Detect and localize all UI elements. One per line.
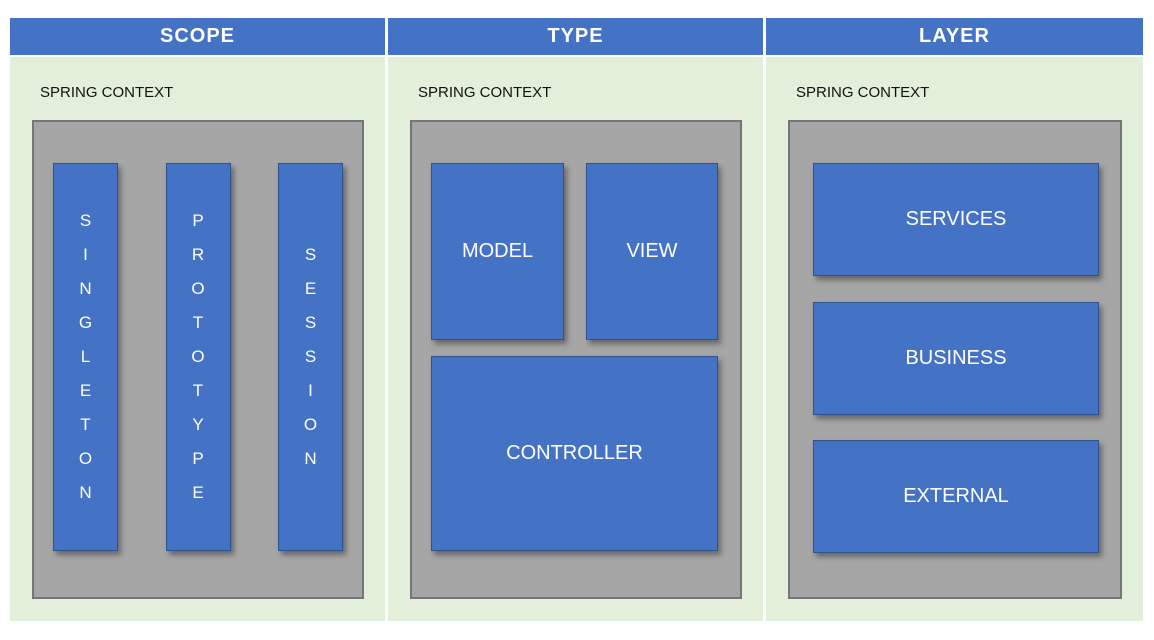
column-body-type: SPRING CONTEXT MODEL VIEW CONTROLLER: [388, 57, 763, 621]
column-header-scope: SCOPE: [10, 18, 385, 55]
singleton-label: S I N G L E T O N: [78, 211, 93, 502]
external-label: EXTERNAL: [903, 485, 1009, 507]
spring-context-container-scope: S I N G L E T O N P R O T O T Y P E S E …: [32, 120, 364, 599]
model-label: MODEL: [461, 240, 534, 262]
business-box: BUSINESS: [813, 301, 1099, 415]
session-box: S E S S I O N: [278, 163, 343, 551]
column-scope: SCOPE SPRING CONTEXT S I N G L E T O N P…: [10, 18, 385, 621]
model-view-row: MODEL VIEW: [431, 163, 721, 340]
view-label: VIEW: [626, 240, 678, 262]
business-label: BUSINESS: [905, 346, 1007, 369]
column-type: TYPE SPRING CONTEXT MODEL VIEW CONTROLLE…: [388, 18, 763, 621]
column-body-scope: SPRING CONTEXT S I N G L E T O N P R O T…: [10, 57, 385, 621]
spring-context-label-scope: SPRING CONTEXT: [40, 84, 174, 101]
column-body-layer: SPRING CONTEXT SERVICES BUSINESS EXTERNA…: [766, 57, 1143, 621]
spring-context-label-layer: SPRING CONTEXT: [796, 84, 930, 101]
singleton-box: S I N G L E T O N: [53, 163, 118, 551]
column-layer: LAYER SPRING CONTEXT SERVICES BUSINESS E…: [766, 18, 1143, 621]
prototype-box: P R O T O T Y P E: [165, 163, 231, 551]
spring-context-container-type: MODEL VIEW CONTROLLER: [410, 120, 742, 599]
diagram-board: SCOPE SPRING CONTEXT S I N G L E T O N P…: [10, 18, 1143, 621]
column-header-type: TYPE: [388, 18, 763, 55]
column-header-layer: LAYER: [766, 18, 1143, 55]
services-box: SERVICES: [813, 163, 1099, 276]
external-box: EXTERNAL: [813, 440, 1099, 553]
session-label: S E S S I O N: [303, 245, 318, 468]
view-box: VIEW: [586, 163, 718, 340]
model-box: MODEL: [431, 163, 564, 340]
services-label: SERVICES: [905, 208, 1007, 230]
controller-label: CONTROLLER: [506, 442, 643, 464]
controller-box: CONTROLLER: [431, 356, 718, 551]
spring-context-label-type: SPRING CONTEXT: [418, 84, 552, 101]
prototype-label: P R O T O T Y P E: [191, 211, 205, 502]
spring-context-container-layer: SERVICES BUSINESS EXTERNAL: [788, 120, 1122, 599]
